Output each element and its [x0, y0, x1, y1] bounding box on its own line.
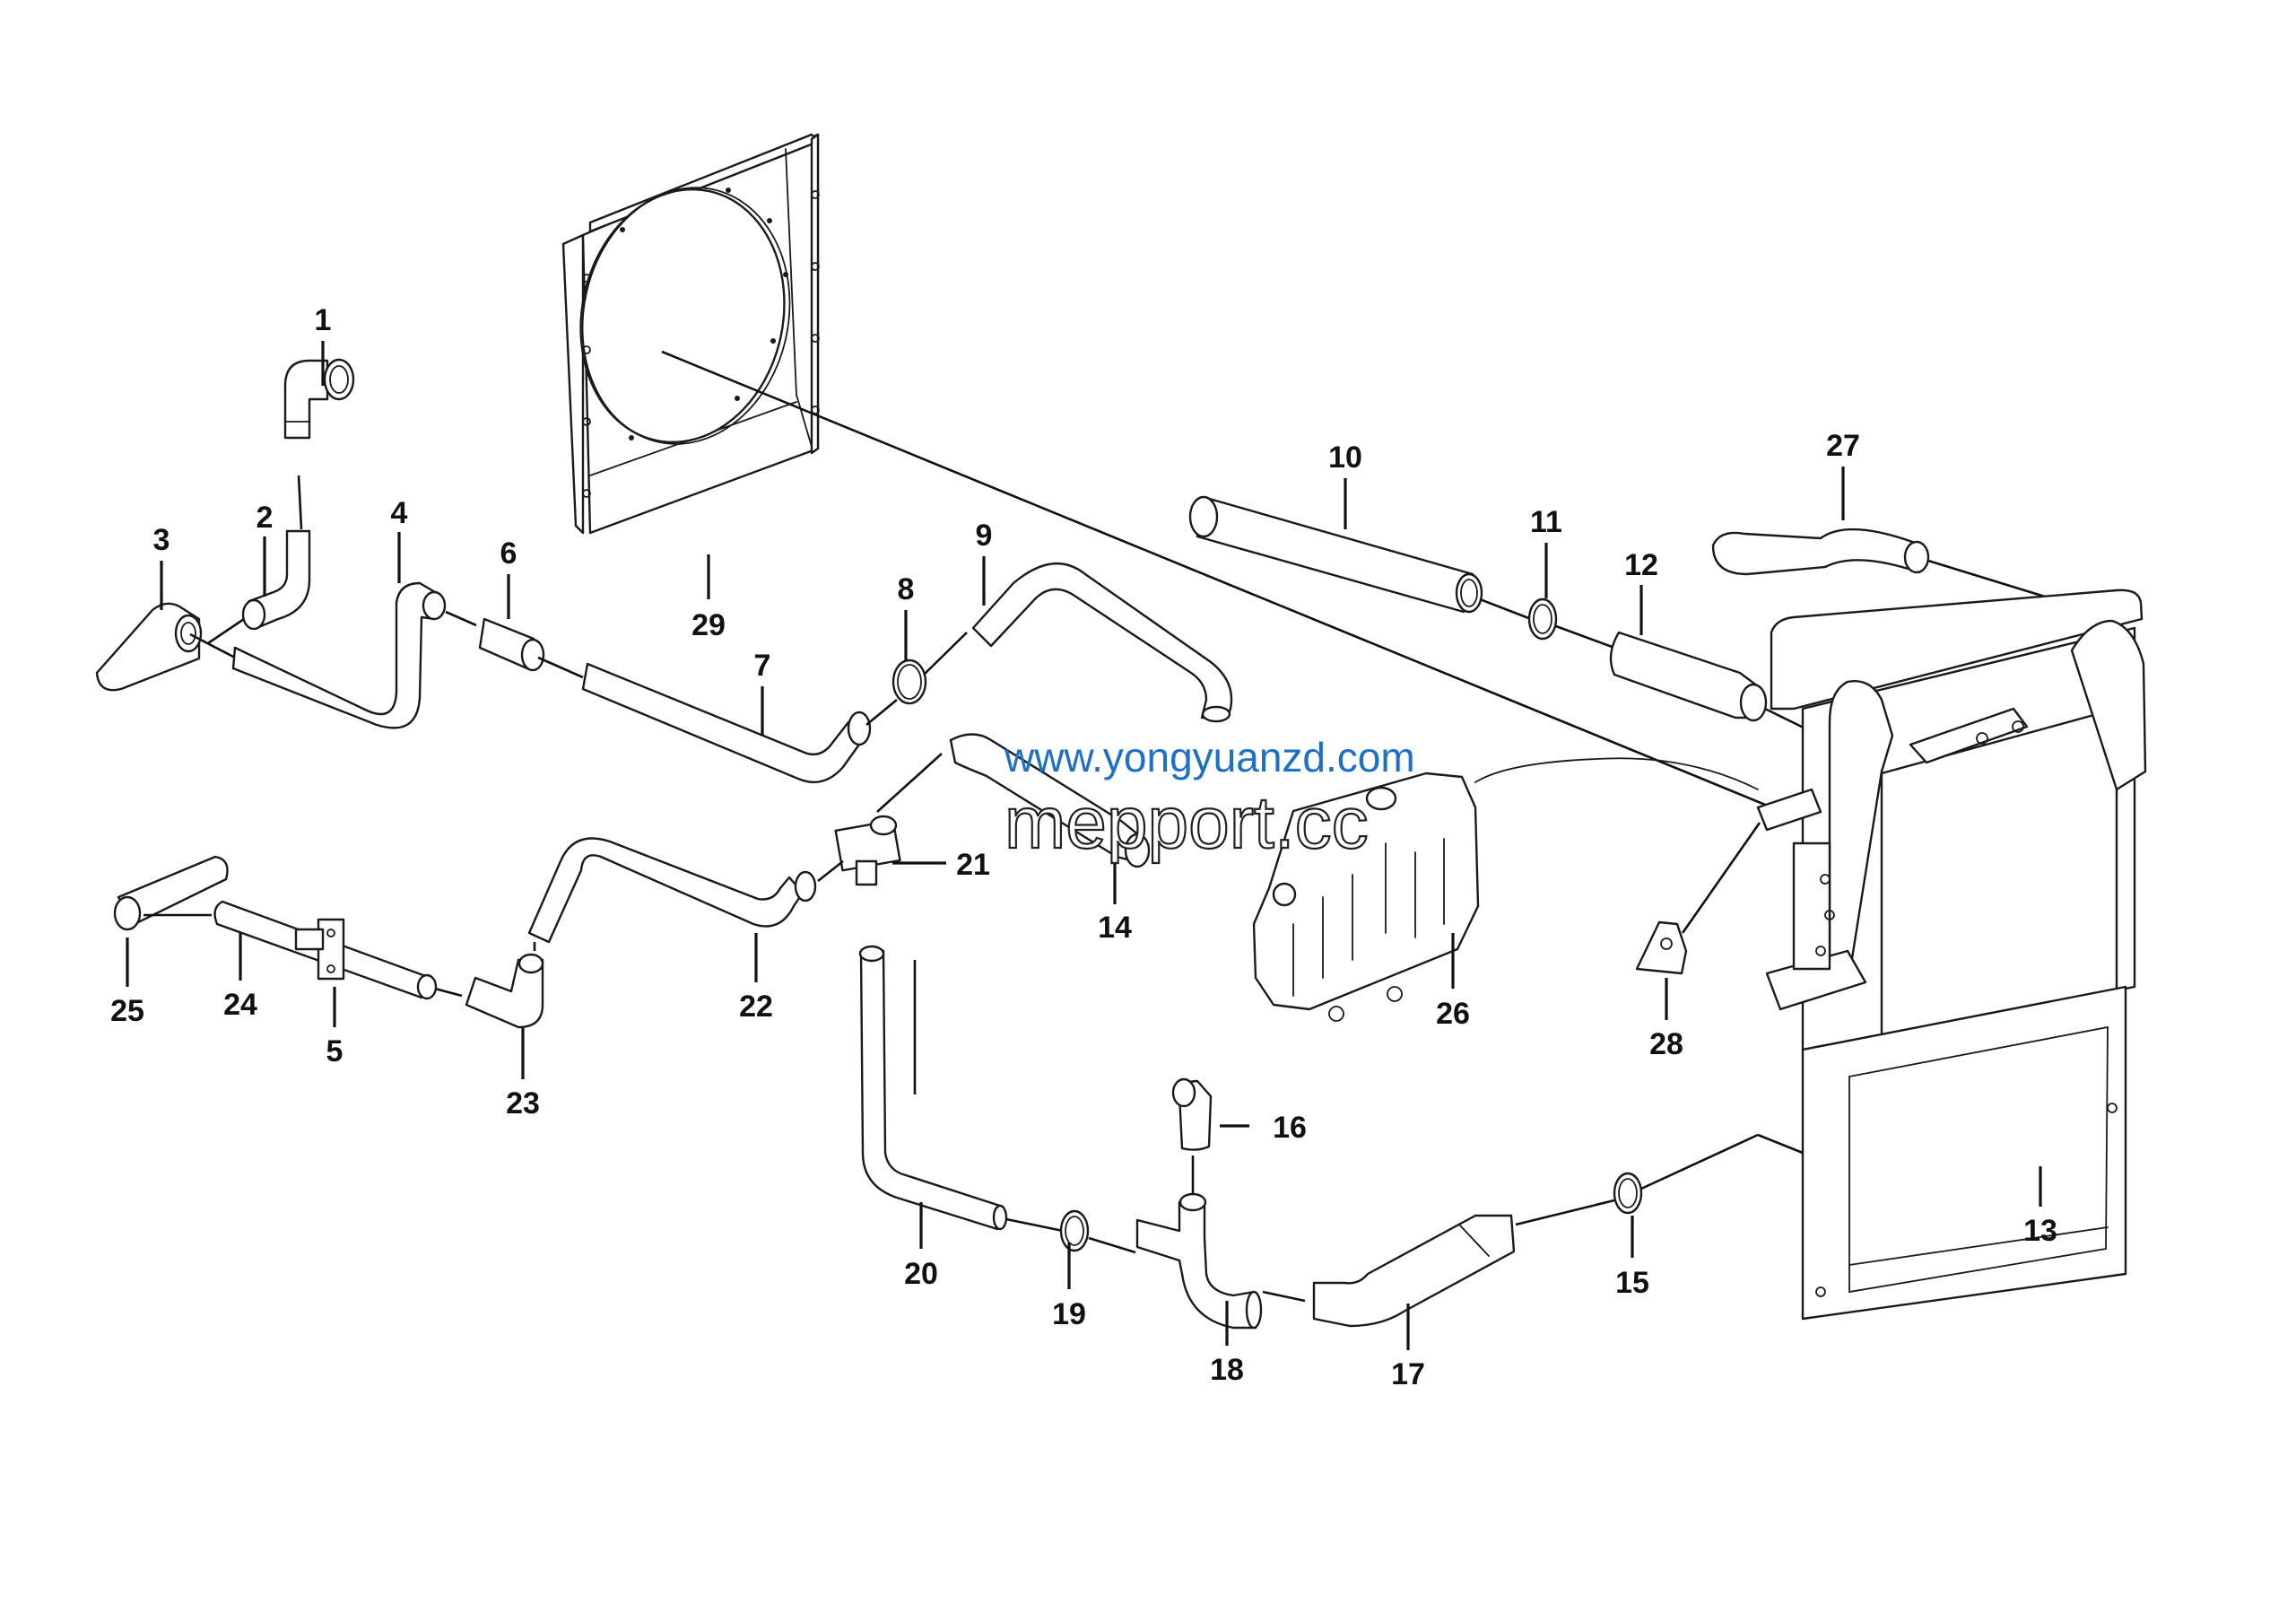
callout-14[interactable]: 14 [1098, 911, 1132, 945]
hose-clamp-15[interactable] [1613, 1172, 1643, 1215]
watermark-url: www.yongyuanzd.com [1004, 734, 1415, 780]
hose-clamp-11[interactable] [1527, 597, 1558, 641]
callout-16[interactable]: 16 [1273, 1111, 1307, 1145]
pipe-part-20[interactable] [858, 945, 1008, 1231]
callout-20[interactable]: 20 [904, 1257, 938, 1291]
callout-27[interactable]: 27 [1826, 429, 1860, 463]
hose-part-2[interactable] [241, 529, 311, 631]
callout-11[interactable]: 11 [1530, 505, 1562, 539]
callout-7[interactable]: 7 [754, 649, 771, 683]
watermark-outline: mepport.cc [1004, 782, 1369, 864]
clamp-bracket-5[interactable] [294, 918, 345, 981]
callout-23[interactable]: 23 [506, 1086, 540, 1121]
hose-part-3[interactable] [95, 602, 203, 692]
expansion-tank-26[interactable] [1252, 757, 1759, 1022]
callout-8[interactable]: 8 [898, 572, 915, 606]
leader-lines [126, 341, 2042, 1350]
angled-hose-16[interactable] [1171, 1077, 1213, 1151]
callout-10[interactable]: 10 [1328, 440, 1362, 475]
hose-part-23[interactable] [465, 953, 544, 1029]
tee-fitting-18[interactable] [1135, 1192, 1263, 1330]
pipe-part-7[interactable] [581, 662, 872, 783]
callout-18[interactable]: 18 [1210, 1353, 1244, 1387]
hose-part-6[interactable] [478, 617, 545, 672]
rubber-hose-12[interactable] [1609, 631, 1768, 722]
hose-part-1[interactable] [283, 358, 355, 440]
callout-4[interactable]: 4 [391, 496, 408, 530]
hose-part-9[interactable] [971, 562, 1233, 723]
pipe-part-4[interactable] [231, 581, 447, 729]
upper-radiator-hose-27[interactable] [1711, 528, 1930, 576]
pipe-part-22[interactable] [527, 837, 817, 944]
callout-19[interactable]: 19 [1052, 1297, 1086, 1331]
callout-labels: 1 2 3 4 5 6 7 8 9 10 11 12 13 14 15 16 1… [110, 303, 2057, 1391]
callout-9[interactable]: 9 [976, 519, 993, 553]
charge-air-pipe-10[interactable] [1188, 495, 1483, 614]
hose-clamp-8[interactable] [891, 658, 927, 705]
hose-part-14[interactable] [949, 733, 1151, 868]
callout-2[interactable]: 2 [257, 501, 274, 535]
callout-15[interactable]: 15 [1615, 1266, 1649, 1300]
callout-13[interactable]: 13 [2023, 1214, 2057, 1248]
callout-25[interactable]: 25 [110, 994, 144, 1028]
callout-26[interactable]: 26 [1436, 997, 1470, 1031]
support-bracket-28[interactable] [1635, 920, 1688, 975]
connector-line [661, 350, 1790, 816]
callout-12[interactable]: 12 [1624, 548, 1658, 582]
callout-29[interactable]: 29 [691, 608, 726, 642]
radiator-assembly[interactable] [1756, 589, 2147, 1321]
fan-shroud[interactable] [558, 133, 820, 535]
callout-28[interactable]: 28 [1649, 1027, 1683, 1061]
hose-part-25[interactable] [113, 855, 229, 931]
callout-3[interactable]: 3 [153, 523, 170, 557]
callout-22[interactable]: 22 [739, 990, 773, 1024]
valve-21[interactable] [834, 815, 901, 886]
callout-1[interactable]: 1 [315, 303, 332, 337]
callout-6[interactable]: 6 [500, 536, 517, 571]
callout-17[interactable]: 17 [1391, 1357, 1425, 1391]
callout-5[interactable]: 5 [326, 1034, 344, 1068]
hose-clamp-19[interactable] [1059, 1209, 1090, 1252]
lower-radiator-hose-17[interactable] [1312, 1214, 1516, 1328]
callout-24[interactable]: 24 [223, 988, 257, 1022]
callout-21[interactable]: 21 [956, 848, 990, 882]
